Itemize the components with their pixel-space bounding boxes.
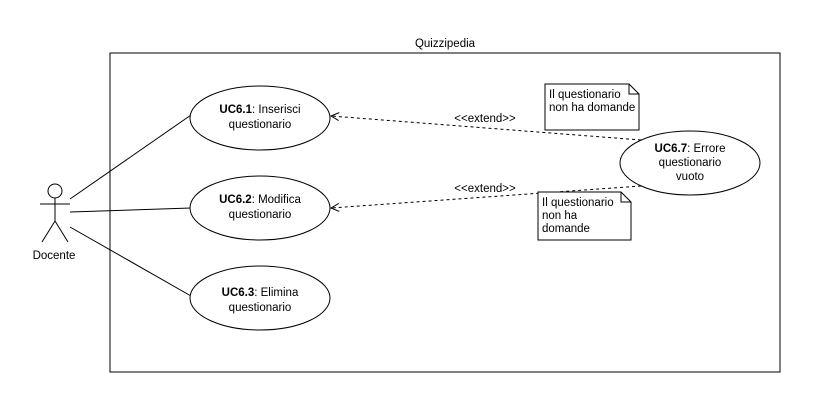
note-uc61-fold <box>628 84 639 95</box>
system-title: Quizzipedia <box>415 38 476 50</box>
use-case-uc62-line2: questionario <box>229 209 292 221</box>
use-case-uc61[interactable]: UC6.1: Inserisci questionario <box>189 85 331 151</box>
use-case-uc61-line2: questionario <box>229 119 292 131</box>
use-case-uc67-name: : Errore <box>687 143 725 155</box>
use-case-uc67[interactable]: UC6.7: Errore questionario vuoto <box>619 130 761 196</box>
use-case-uc62[interactable]: UC6.2: Modifica questionario <box>189 175 331 241</box>
association-uc61 <box>69 114 192 200</box>
association-uc62 <box>69 207 192 213</box>
actor-right-leg <box>54 220 69 243</box>
note-uc62-line1: Il questionario <box>542 197 614 209</box>
use-case-uc62-name: : Modifica <box>252 194 302 206</box>
extend-label-uc61: <<extend>> <box>454 113 516 125</box>
actor-docente[interactable]: Docente <box>33 183 76 262</box>
note-uc61-shape <box>544 83 640 131</box>
note-uc61-line1: Il questionario <box>549 89 621 101</box>
extend-arrow-uc61 <box>331 116 642 141</box>
extend-arrow-uc62 <box>331 185 642 208</box>
extend-label-uc62: <<extend>> <box>454 183 516 195</box>
use-case-uc61-id: UC6.1 <box>219 104 252 116</box>
use-case-uc63-shape <box>189 265 331 331</box>
use-case-uc62-id: UC6.2 <box>219 194 252 206</box>
use-case-uc63-id: UC6.3 <box>222 287 255 299</box>
use-case-uc61-name: : Inserisci <box>252 104 301 116</box>
actor-head <box>47 183 63 199</box>
use-case-uc61-shape <box>189 85 331 151</box>
use-case-uc67-line2: questionario <box>659 157 722 169</box>
use-case-uc67-title: UC6.7: Errore <box>655 143 726 155</box>
association-uc63 <box>69 226 192 297</box>
note-uc61: Il questionario non ha domande <box>544 83 640 131</box>
use-case-uc62-shape <box>189 175 331 241</box>
use-case-uc67-id: UC6.7 <box>655 143 688 155</box>
note-uc62-fold <box>620 192 631 203</box>
use-case-uc62-title: UC6.2: Modifica <box>219 194 301 206</box>
use-case-uc61-title: UC6.1: Inserisci <box>219 104 300 116</box>
note-uc62-line3: domande <box>542 223 590 235</box>
note-uc62-shape <box>537 191 632 241</box>
note-uc62: Il questionario non ha domande <box>537 191 632 241</box>
note-uc62-line2: non ha <box>542 210 578 222</box>
use-case-uc63-line2: questionario <box>229 302 292 314</box>
use-case-uc63-name: : Elimina <box>254 287 299 299</box>
use-case-uc67-line3: vuoto <box>676 171 704 183</box>
note-uc61-line2: non ha domande <box>549 102 635 114</box>
use-case-uc63[interactable]: UC6.3: Elimina questionario <box>189 265 331 331</box>
use-case-uc63-title: UC6.3: Elimina <box>222 287 299 299</box>
actor-left-leg <box>41 220 56 243</box>
use-case-uc67-shape <box>619 130 761 196</box>
actor-name: Docente <box>33 250 76 262</box>
